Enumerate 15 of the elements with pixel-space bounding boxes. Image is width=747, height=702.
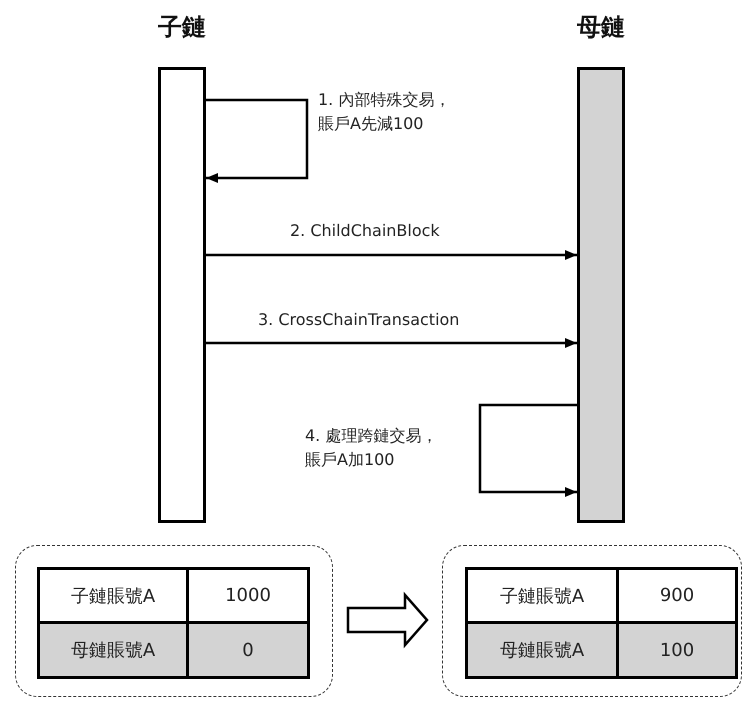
arrow: [206, 250, 577, 260]
lane-heading: 母鏈: [577, 12, 625, 43]
self-loop-arrow: [206, 98, 308, 183]
table-cell: 100: [616, 621, 738, 679]
self-loop-arrow: [478, 404, 577, 497]
table-cell: 0: [186, 621, 310, 679]
table-cell: 子鏈賬號A: [465, 567, 619, 624]
table-cell: 子鏈賬號A: [37, 567, 189, 624]
arrow: [206, 338, 577, 348]
table-cell: 母鏈賬號A: [465, 621, 619, 679]
table-cell: 母鏈賬號A: [37, 621, 189, 679]
table-cell: 900: [616, 567, 738, 624]
block-arrow: [346, 592, 429, 648]
table-cell: 1000: [186, 567, 310, 624]
lane-heading: 子鏈: [158, 12, 206, 43]
